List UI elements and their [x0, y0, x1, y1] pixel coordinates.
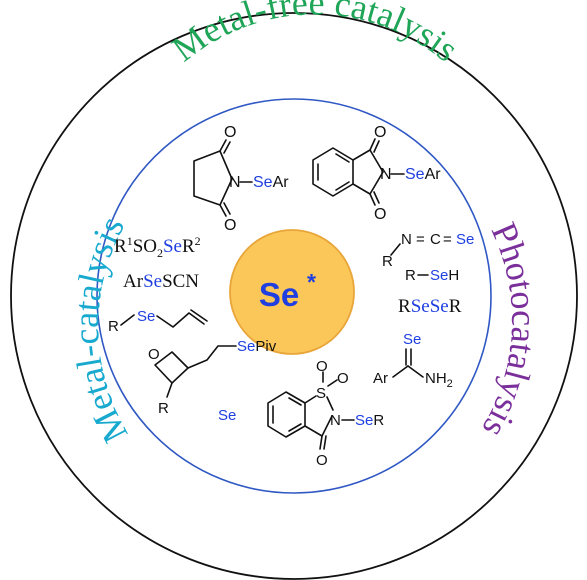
succinimide-se: Se — [253, 174, 273, 191]
svg-text:=: = — [443, 231, 452, 248]
succinimide-o-bottom: O — [224, 217, 236, 234]
selenol-h: H — [448, 267, 459, 284]
oxetane-r: R — [158, 400, 169, 417]
phthalimide-o-bottom: O — [374, 206, 386, 223]
selenoamide-ar: Ar — [373, 370, 388, 387]
aryl-selenocyanate: ArSeSCN — [123, 271, 199, 292]
saccharin-se: Se — [355, 412, 373, 429]
phthalimide-o-top: O — [374, 124, 386, 141]
elemental-selenium: Se — [218, 407, 236, 424]
saccharin-r: R — [373, 412, 384, 429]
succinimide-n: N — [229, 174, 241, 191]
svg-text:SeR: SeR — [355, 412, 384, 429]
svg-text:=: = — [416, 231, 425, 248]
n-seleno-saccharin: S O O N SeR O — [267, 358, 384, 469]
isoseleno-se: Se — [456, 231, 474, 248]
svg-text:N: N — [401, 231, 412, 248]
center-circle — [229, 229, 355, 355]
svg-text:SePiv: SePiv — [237, 338, 277, 355]
succinimide-o-top: O — [224, 124, 236, 141]
saccharin-o3: O — [316, 452, 328, 469]
allyl-selenide: R Se — [108, 308, 208, 335]
oxetane-piv: Piv — [255, 338, 276, 355]
isoselenocyanate: R N = C = Se — [382, 231, 474, 270]
isoseleno-n: N — [401, 231, 412, 248]
svg-text:SeAr: SeAr — [253, 174, 289, 191]
selenol: R SeH — [405, 267, 459, 284]
phthalimide-se: Se — [405, 166, 425, 183]
center-label: Se — [259, 276, 299, 313]
isoseleno-c: C — [430, 231, 441, 248]
allyl-se: Se — [137, 308, 155, 325]
saccharin-n: N — [330, 412, 341, 429]
oxetane-se: Se — [237, 338, 255, 355]
svg-text:NH2: NH2 — [425, 370, 453, 390]
saccharin-o1: O — [316, 358, 328, 375]
selenol-r: R — [405, 267, 416, 284]
saccharin-o2: O — [337, 370, 349, 387]
phthalimide-n: N — [380, 166, 392, 183]
selenoamide-nh: NH — [425, 370, 447, 387]
svg-text:SeAr: SeAr — [405, 166, 441, 183]
diselenide: RSeSeR — [398, 296, 462, 317]
oxetane-selenoester: O R SePiv — [148, 338, 277, 417]
n-arylseleno-succinimide: O O N SeAr — [193, 124, 289, 234]
saccharin-s: S — [316, 385, 326, 402]
svg-text:O: O — [148, 346, 160, 363]
n-arylseleno-phthalimide: O O N SeAr — [312, 124, 441, 223]
phthalimide-ar: Ar — [425, 166, 442, 183]
isoseleno-r: R — [382, 253, 393, 270]
selenoamide-sub: 2 — [447, 378, 453, 390]
succinimide-ar: Ar — [273, 174, 290, 191]
svg-text:*: * — [307, 269, 316, 295]
selenoamide-se: Se — [403, 331, 421, 348]
center-superscript: * — [307, 269, 316, 295]
selenosulfonate: R1SO2SeR2 — [114, 234, 201, 260]
allyl-r: R — [108, 318, 119, 335]
svg-text:Se: Se — [259, 276, 299, 313]
center-selenium-node: Se * — [229, 229, 355, 355]
svg-text:SeH: SeH — [430, 267, 459, 284]
selenol-se: Se — [430, 267, 448, 284]
selenoamide: Se Ar NH2 — [373, 331, 453, 390]
